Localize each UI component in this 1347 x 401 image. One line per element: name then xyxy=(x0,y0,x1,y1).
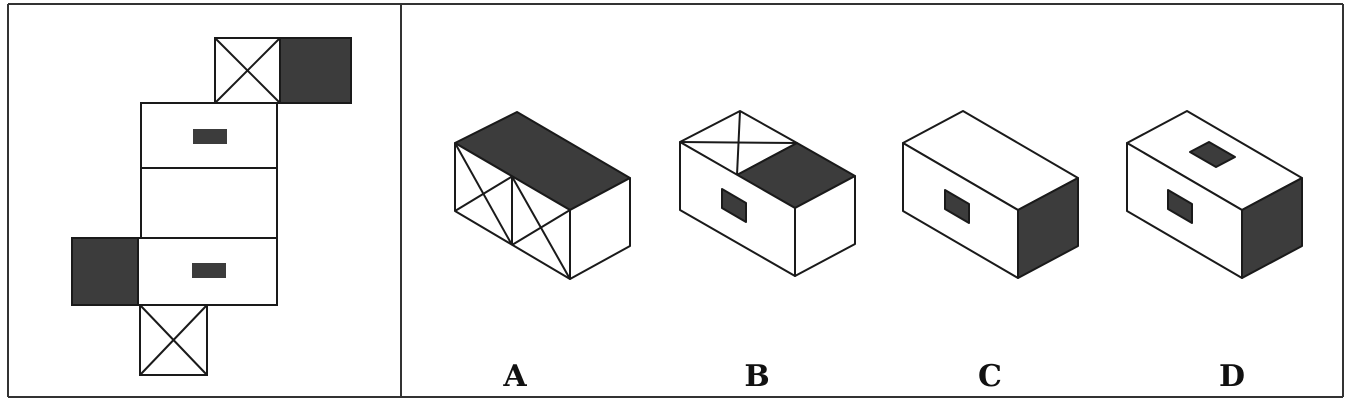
option-b-right-face xyxy=(794,175,856,277)
option-d-top-mark xyxy=(1189,141,1236,168)
option-label-c: C xyxy=(978,359,1002,394)
option-d-front-mark xyxy=(1167,189,1193,224)
option-a-box xyxy=(454,111,631,280)
net-face-bottom-rect-mark xyxy=(192,263,226,278)
option-label-b: B xyxy=(744,359,769,394)
option-c-right-face xyxy=(1017,177,1079,279)
net-face-cross-bottom xyxy=(139,304,208,376)
option-b-box xyxy=(679,110,856,277)
option-c-front-mark xyxy=(944,189,970,224)
option-d-box xyxy=(1126,110,1303,279)
option-a-right-face xyxy=(569,177,631,280)
option-d-right-face xyxy=(1241,177,1303,279)
net-face-shaded-top xyxy=(279,37,352,104)
option-b-front-mark xyxy=(721,188,747,223)
option-label-d: D xyxy=(1219,359,1245,394)
frame xyxy=(7,3,1344,398)
net-face-shaded-left xyxy=(71,237,139,306)
cube-net xyxy=(71,37,352,376)
net-face-top-rect-mark xyxy=(193,129,227,144)
option-c-box xyxy=(902,110,1079,279)
net-face-cross-top xyxy=(214,37,281,104)
net-face-middle-rect xyxy=(140,167,278,239)
option-label-a: A xyxy=(502,359,527,394)
